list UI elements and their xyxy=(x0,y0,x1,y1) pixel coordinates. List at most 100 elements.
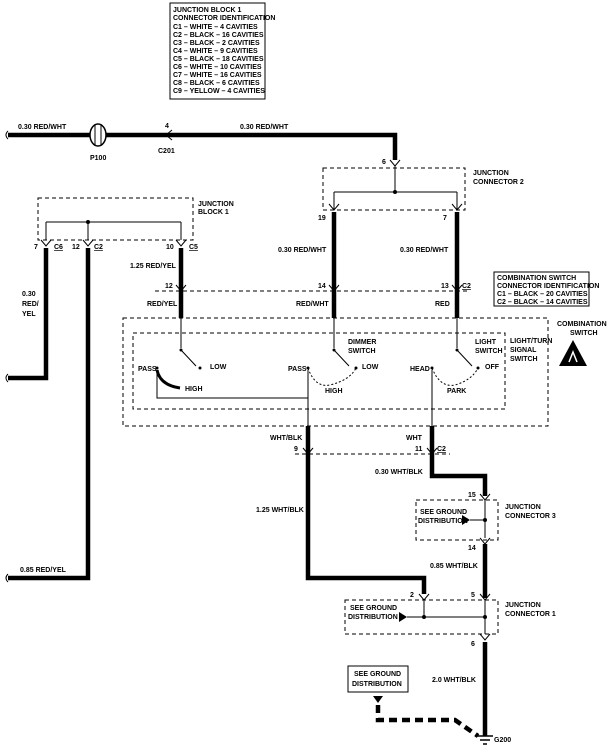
ground-distribution-box: SEE GROUND DISTRIBUTION xyxy=(347,665,480,738)
wire-125-wht-blk xyxy=(305,426,427,594)
jc2-pin: 19 xyxy=(318,215,326,222)
jb1-c2: C2 xyxy=(94,244,103,251)
combo-legend-line: C1 – BLACK – 20 CAVITIES xyxy=(497,291,588,298)
combo-title: SWITCH xyxy=(570,330,598,337)
jc3-title: CONNECTOR 3 xyxy=(505,513,556,520)
jb1-pin: 7 xyxy=(34,244,38,251)
jb1-pin: 10 xyxy=(166,244,174,251)
jc2-title: CONNECTOR 2 xyxy=(473,179,524,186)
legend-line: JUNCTION BLOCK 1 xyxy=(173,7,242,14)
top-wire xyxy=(8,132,398,160)
off-label: OFF xyxy=(485,364,500,371)
low-label: LOW xyxy=(210,364,227,371)
junction-connector-1: 2 5 6 SEE GROUND DISTRIBUTION JUNCTION C… xyxy=(344,592,556,648)
g200-label: G200 xyxy=(494,737,511,744)
light-title: LIGHT xyxy=(475,339,497,346)
jb1-c5: C5 xyxy=(189,244,198,251)
pass-label: PASS xyxy=(138,366,157,373)
combo-legend-line: COMBINATION SWITCH xyxy=(497,275,576,282)
wire-label-top-right: 0.30 RED/WHT xyxy=(240,124,289,131)
junction-connector-2: 6 19 7 JUNCTION CONNECTOR 2 xyxy=(318,159,524,222)
junction-connector-3: 15 14 SEE GROUND DISTRIBUTION JUNCTION C… xyxy=(415,492,556,552)
high-label: HIGH xyxy=(185,386,203,393)
light-title: SWITCH xyxy=(475,348,503,355)
legend-line: C5 – BLACK – 18 CAVITIES xyxy=(173,56,264,63)
combo-legend-line: C2 – BLACK – 14 CAVITIES xyxy=(497,299,588,306)
jc2-pin: 7 xyxy=(443,215,447,222)
dimmer-title: DIMMER xyxy=(348,339,376,346)
legend-line: C9 – YELLOW – 4 CAVITIES xyxy=(173,88,265,95)
combo-c2-connector: 12 14 13 C2 xyxy=(155,283,471,292)
jb1-pin: 12 xyxy=(72,244,80,251)
legend-line: C8 – BLACK – 6 CAVITIES xyxy=(173,80,260,87)
wire-label: RED/WHT xyxy=(296,301,329,308)
wire-label: RED/YEL xyxy=(147,301,178,308)
combo-switch-legend: COMBINATION SWITCH CONNECTOR IDENTIFICAT… xyxy=(493,271,599,307)
cs-c2: C2 xyxy=(462,283,471,290)
junction-block-1: JUNCTION BLOCK 1 7 C6 12 C2 10 C5 xyxy=(34,197,234,251)
legend-line: C4 – WHITE – 9 CAVITIES xyxy=(173,48,258,55)
combo-title: COMBINATION xyxy=(557,321,607,328)
ground-dist-label: SEE GROUND xyxy=(354,671,401,678)
p100-connector: P100 xyxy=(89,123,107,162)
park-label: PARK xyxy=(447,388,466,395)
jc3-pin: 15 xyxy=(468,492,476,499)
cs-pin: 13 xyxy=(441,283,449,290)
jc1-pin: 6 xyxy=(471,641,475,648)
wire-label: 1.25 RED/YEL xyxy=(130,263,177,270)
legend-line: C7 – WHITE – 16 CAVITIES xyxy=(173,72,262,79)
jc2-title: JUNCTION xyxy=(473,170,509,177)
left-wire-1 xyxy=(8,248,49,381)
wire-label: 0.30 RED/WHT xyxy=(278,247,327,254)
p100-label: P100 xyxy=(90,155,106,162)
pass-switch: PASS LOW HIGH xyxy=(138,348,308,399)
jc1-title: CONNECTOR 1 xyxy=(505,611,556,618)
c201-connector: 4 C201 xyxy=(158,123,175,155)
cs-c2: C2 xyxy=(437,446,446,453)
cs-pin: 12 xyxy=(165,283,173,290)
jc3-pin: 14 xyxy=(468,545,476,552)
jb1-title: BLOCK 1 xyxy=(198,209,229,216)
wire-label: 0.30 xyxy=(22,291,36,298)
wire-label: 0.85 WHT/BLK xyxy=(430,563,478,570)
wire-label-top-left: 0.30 RED/WHT xyxy=(18,124,67,131)
wire-label: 2.0 WHT/BLK xyxy=(432,677,476,684)
c201-pin: 4 xyxy=(165,123,169,130)
legend-line: C2 – BLACK – 16 CAVITIES xyxy=(173,32,264,39)
wire-break xyxy=(5,573,9,583)
lts-title: SIGNAL xyxy=(510,347,537,354)
ground-dist-label: DISTRIBUTION xyxy=(348,614,398,621)
jc1-title: JUNCTION xyxy=(505,602,541,609)
pass-label: PASS xyxy=(288,366,307,373)
jc1-pin: 2 xyxy=(410,592,414,599)
high-label: HIGH xyxy=(325,388,343,395)
cs-pin: 14 xyxy=(318,283,326,290)
jb1-c6: C6 xyxy=(54,244,63,251)
ground-dist-label: DISTRIBUTION xyxy=(352,681,402,688)
ground-dist-label: SEE GROUND xyxy=(420,509,467,516)
dimmer-title: SWITCH xyxy=(348,348,376,355)
g200-ground-icon: G200 xyxy=(477,735,511,745)
legend-line: C1 – WHITE – 4 CAVITIES xyxy=(173,24,258,31)
lts-title: SWITCH xyxy=(510,356,538,363)
ground-dist-label: SEE GROUND xyxy=(350,605,397,612)
wire-label: WHT/BLK xyxy=(270,435,302,442)
combo-c2-bottom: WHT/BLK WHT 9 11 C2 xyxy=(270,435,450,455)
esd-warning-icon xyxy=(559,340,587,366)
cs-pin: 11 xyxy=(415,446,423,453)
wire-break xyxy=(5,130,9,140)
wire-label: RED/ xyxy=(22,301,39,308)
switch-stubs xyxy=(180,318,458,348)
junction-block-legend: JUNCTION BLOCK 1 CONNECTOR IDENTIFICATIO… xyxy=(169,2,275,100)
jb1-title: JUNCTION xyxy=(198,201,234,208)
jc1-pin: 5 xyxy=(471,592,475,599)
light-switch: LIGHT SWITCH HEAD OFF PARK xyxy=(410,339,503,426)
combination-switch: COMBINATION SWITCH LIGHT/TURN SIGNAL SWI… xyxy=(122,317,607,427)
wire-label: 0.30 WHT/BLK xyxy=(375,469,423,476)
wire-030-wht-blk xyxy=(429,426,488,496)
wire-break xyxy=(5,373,9,383)
legend-line: C6 – WHITE – 10 CAVITIES xyxy=(173,64,262,71)
legend-line: C3 – BLACK – 2 CAVITIES xyxy=(173,40,260,47)
jc2-pin: 6 xyxy=(382,159,386,166)
